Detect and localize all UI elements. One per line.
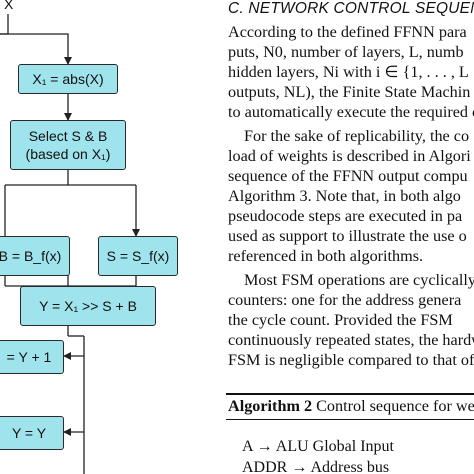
- select-box: Select S & B (based on X₁): [10, 120, 126, 170]
- increment-box: = Y + 1: [0, 340, 64, 374]
- algorithm-step: ADDR → Address bus: [242, 459, 390, 474]
- text-line: counters: one for the address genera: [228, 291, 462, 309]
- text-line: For the sake of replicability, the co: [244, 127, 470, 145]
- flowchart-figure: X X₁ = abs(X) Select S & B (based on X₁)…: [0, 0, 200, 474]
- text-line: According to the defined FFNN para: [228, 23, 467, 41]
- algorithm-top-rule: [226, 393, 474, 395]
- text-line: puts, N0, number of layers, L, numb: [228, 43, 464, 61]
- algorithm-caption: Control sequence for we: [316, 397, 474, 415]
- algorithm-title: Algorithm 2 Control sequence for we: [228, 397, 474, 416]
- text-line: the cycle count. Provided the FSM: [228, 311, 453, 329]
- hold-label: Y = Y: [11, 425, 47, 441]
- s-assign-box: S = S_f(x): [98, 236, 178, 276]
- s-assign-label: S = S_f(x): [106, 248, 170, 264]
- text-line: load of weights is described in Algori: [228, 147, 471, 165]
- select-box-line2: (based on X₁): [25, 146, 111, 162]
- b-assign-box: B = B_f(x): [0, 236, 70, 276]
- increment-label: = Y + 1: [6, 349, 52, 365]
- select-box-line1: Select S & B: [28, 128, 108, 144]
- text-line: FSM is negligible compared to that of: [228, 351, 474, 369]
- text-line: used as support to illustrate the use o: [228, 227, 467, 245]
- abs-box-label: X₁ = abs(X): [32, 71, 104, 87]
- input-x-label: X: [4, 0, 14, 12]
- abs-box: X₁ = abs(X): [18, 64, 118, 94]
- b-assign-label: B = B_f(x): [0, 248, 62, 264]
- text-line: to automatically execute the required c: [228, 103, 474, 121]
- y-compute-box: Y = X₁ >> S + B: [20, 286, 156, 326]
- algorithm-step: A → ALU Global Input: [242, 438, 394, 455]
- text-line: Most FSM operations are cyclically: [244, 271, 474, 289]
- text-line: sequence of the FFNN output compu: [228, 167, 468, 185]
- hold-box: Y = Y: [0, 416, 64, 450]
- text-line: pseudocode steps are executed in pa: [228, 207, 463, 225]
- algorithm-mid-rule: [226, 419, 474, 420]
- paper-text-column: C. NETWORK CONTROL SEQUENC According to …: [212, 0, 474, 474]
- text-line: referenced in both algorithms.: [228, 247, 424, 265]
- text-line: hidden layers, Ni with i ∈ {1, . . . , L: [228, 63, 469, 81]
- text-line: Algorithm 3. Note that, in both algo: [228, 187, 461, 205]
- y-compute-label: Y = X₁ >> S + B: [39, 298, 137, 314]
- text-line: outputs, NL), the Finite State Machin: [228, 83, 471, 101]
- text-line: continuously repeated states, the hardw: [228, 331, 474, 349]
- section-heading: C. NETWORK CONTROL SEQUENC: [228, 0, 474, 17]
- algorithm-label: Algorithm 2: [228, 397, 313, 415]
